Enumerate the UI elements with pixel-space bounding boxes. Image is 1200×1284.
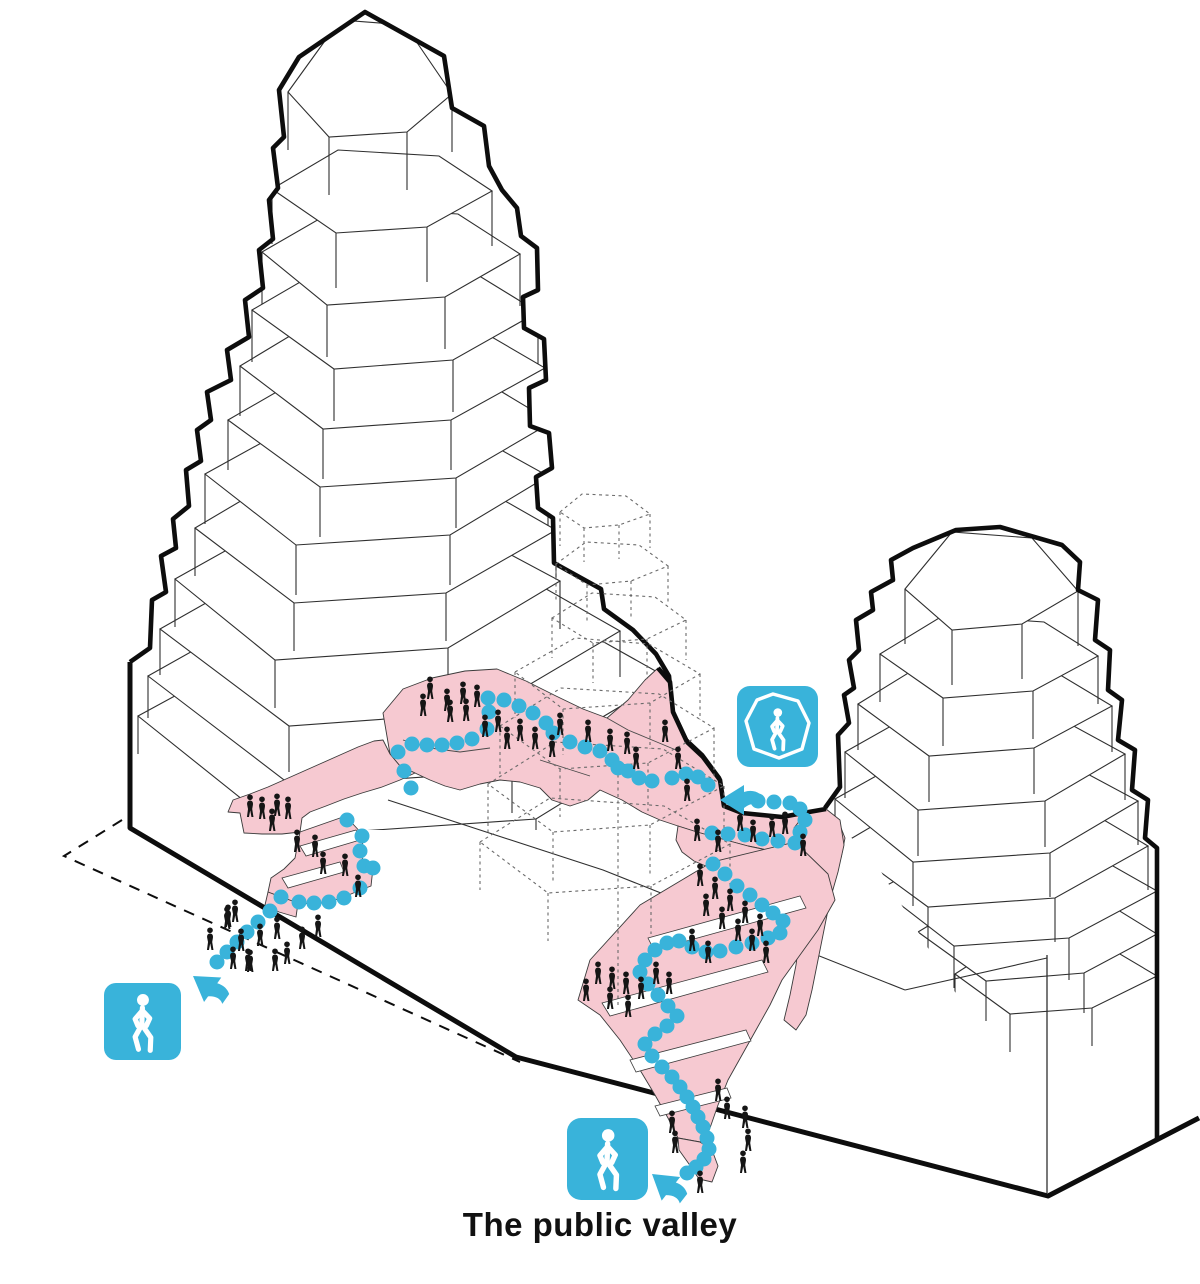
hidden-volume-dashed bbox=[479, 493, 732, 1005]
pedestrian-route-entry-icon bbox=[737, 686, 818, 767]
pedestrian-exit-west-icon bbox=[104, 983, 181, 1060]
exit-west-arrow-icon bbox=[184, 963, 235, 1012]
pedestrian-exit-south-icon bbox=[567, 1118, 648, 1200]
heptagon-outline bbox=[744, 692, 811, 760]
diagram-caption: The public valley bbox=[462, 1206, 738, 1243]
ground-dashed-line bbox=[61, 819, 521, 1063]
tower-right bbox=[823, 524, 1160, 1150]
